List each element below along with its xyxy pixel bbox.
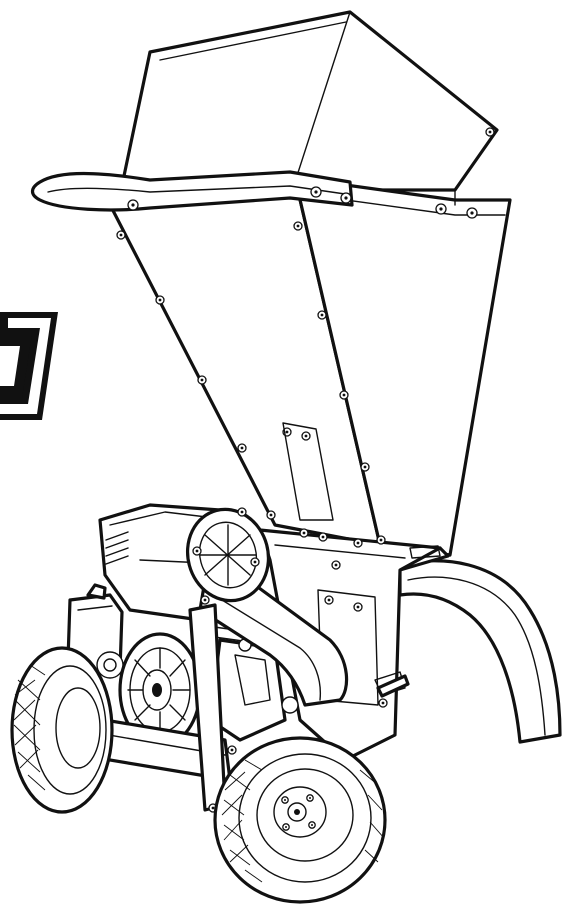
bolt xyxy=(485,127,495,137)
hopper-bolts xyxy=(116,127,495,472)
bolt xyxy=(376,535,386,545)
bolt xyxy=(318,532,328,542)
bolt xyxy=(293,221,303,231)
bolt xyxy=(360,462,370,472)
bolt xyxy=(340,192,352,204)
bolt xyxy=(237,507,247,517)
engine xyxy=(66,503,299,748)
vent-slots-icon xyxy=(105,531,129,565)
bolt xyxy=(197,375,207,385)
bolt xyxy=(116,230,126,240)
bolt xyxy=(155,295,165,305)
bolt xyxy=(301,431,311,441)
right-wheel xyxy=(213,736,387,904)
bolt xyxy=(306,794,314,802)
logo-fragment-icon xyxy=(0,312,58,420)
control-lever xyxy=(376,674,410,698)
hopper-latch xyxy=(409,545,441,559)
hopper xyxy=(103,10,512,557)
bolt xyxy=(435,203,447,215)
bolt xyxy=(200,595,210,605)
recoil-starter xyxy=(118,632,202,748)
bolt xyxy=(127,199,139,211)
bolt xyxy=(227,745,237,755)
bolt xyxy=(299,528,309,538)
bolt xyxy=(331,560,341,570)
bolt xyxy=(310,186,322,198)
bolt xyxy=(237,443,247,453)
bolt xyxy=(192,546,202,556)
bolt xyxy=(466,207,478,219)
feed-tube xyxy=(185,507,349,707)
left-wheel xyxy=(10,646,114,814)
discharge-chute xyxy=(388,546,562,744)
bolt xyxy=(282,823,290,831)
bolt xyxy=(308,821,316,829)
bolt xyxy=(339,390,349,400)
bolt xyxy=(324,595,334,605)
bolt xyxy=(250,557,260,567)
bolt xyxy=(353,602,363,612)
bolt xyxy=(378,698,388,708)
frame xyxy=(73,603,237,813)
hopper-bracket xyxy=(282,422,334,521)
bolt xyxy=(266,510,276,520)
bolt xyxy=(353,538,363,548)
bolt xyxy=(317,310,327,320)
bolt xyxy=(281,796,289,804)
